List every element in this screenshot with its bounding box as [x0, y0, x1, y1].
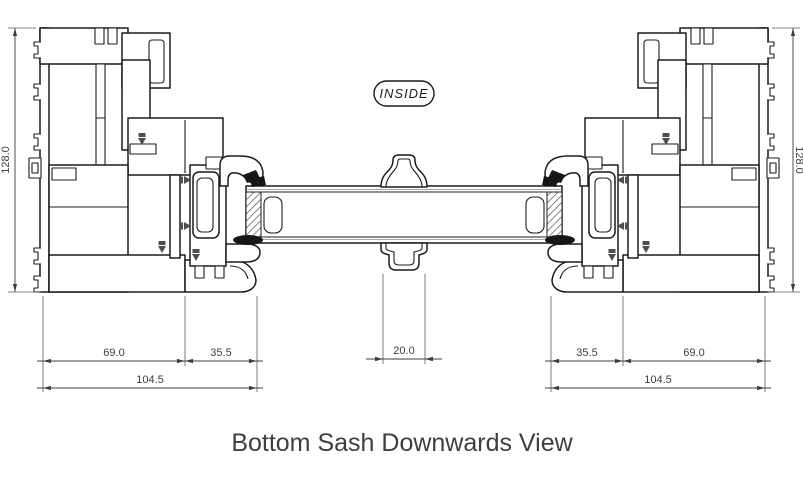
- sash-foot: [225, 243, 261, 263]
- dim-label-left-total: 104.5: [136, 374, 164, 386]
- dim-label-right-frame: 69.0: [683, 347, 704, 359]
- sash-profile: [189, 155, 266, 279]
- inside-label-border: [373, 80, 435, 107]
- dim-label-center-clip: 20.0: [393, 345, 414, 357]
- inside-label: INSIDE: [379, 86, 428, 101]
- dim-label-right-total: 104.5: [644, 374, 672, 386]
- page-title: Bottom Sash Downwards View: [231, 429, 573, 457]
- spacer-slot-right: [525, 196, 545, 234]
- center-glazing-clips: [366, 154, 442, 364]
- spacer-bar-right: [546, 191, 563, 238]
- dim-label-left-frame: 69.0: [103, 347, 124, 359]
- right-profile-assembly: [542, 28, 800, 392]
- glazing-gasket-top-2: [250, 176, 266, 187]
- glazing-gasket-top: [243, 170, 260, 183]
- inside-label-group: INSIDE: [373, 80, 435, 107]
- spacer-slot-left: [263, 196, 283, 234]
- frame-profile: [28, 27, 257, 293]
- dim-label-left-height: 128.0: [0, 146, 12, 174]
- dim-label-right-height: 128.0: [793, 146, 803, 174]
- spacer-bar-left: [245, 191, 262, 238]
- glass-unit: [245, 185, 563, 244]
- bottom-clip: [380, 242, 428, 271]
- frame-wall-clips: [28, 41, 42, 293]
- dim-label-right-sash: 35.5: [576, 347, 597, 359]
- glazing-gasket-bottom: [233, 235, 263, 245]
- dimension-lines: [8, 27, 263, 392]
- dim-label-left-sash: 35.5: [210, 347, 231, 359]
- dimension-labels: 128.0 128.0 69.0 35.5 104.5 20.0 35.5 69…: [0, 146, 803, 386]
- left-profile-assembly: [8, 27, 266, 392]
- top-clip: [380, 154, 428, 188]
